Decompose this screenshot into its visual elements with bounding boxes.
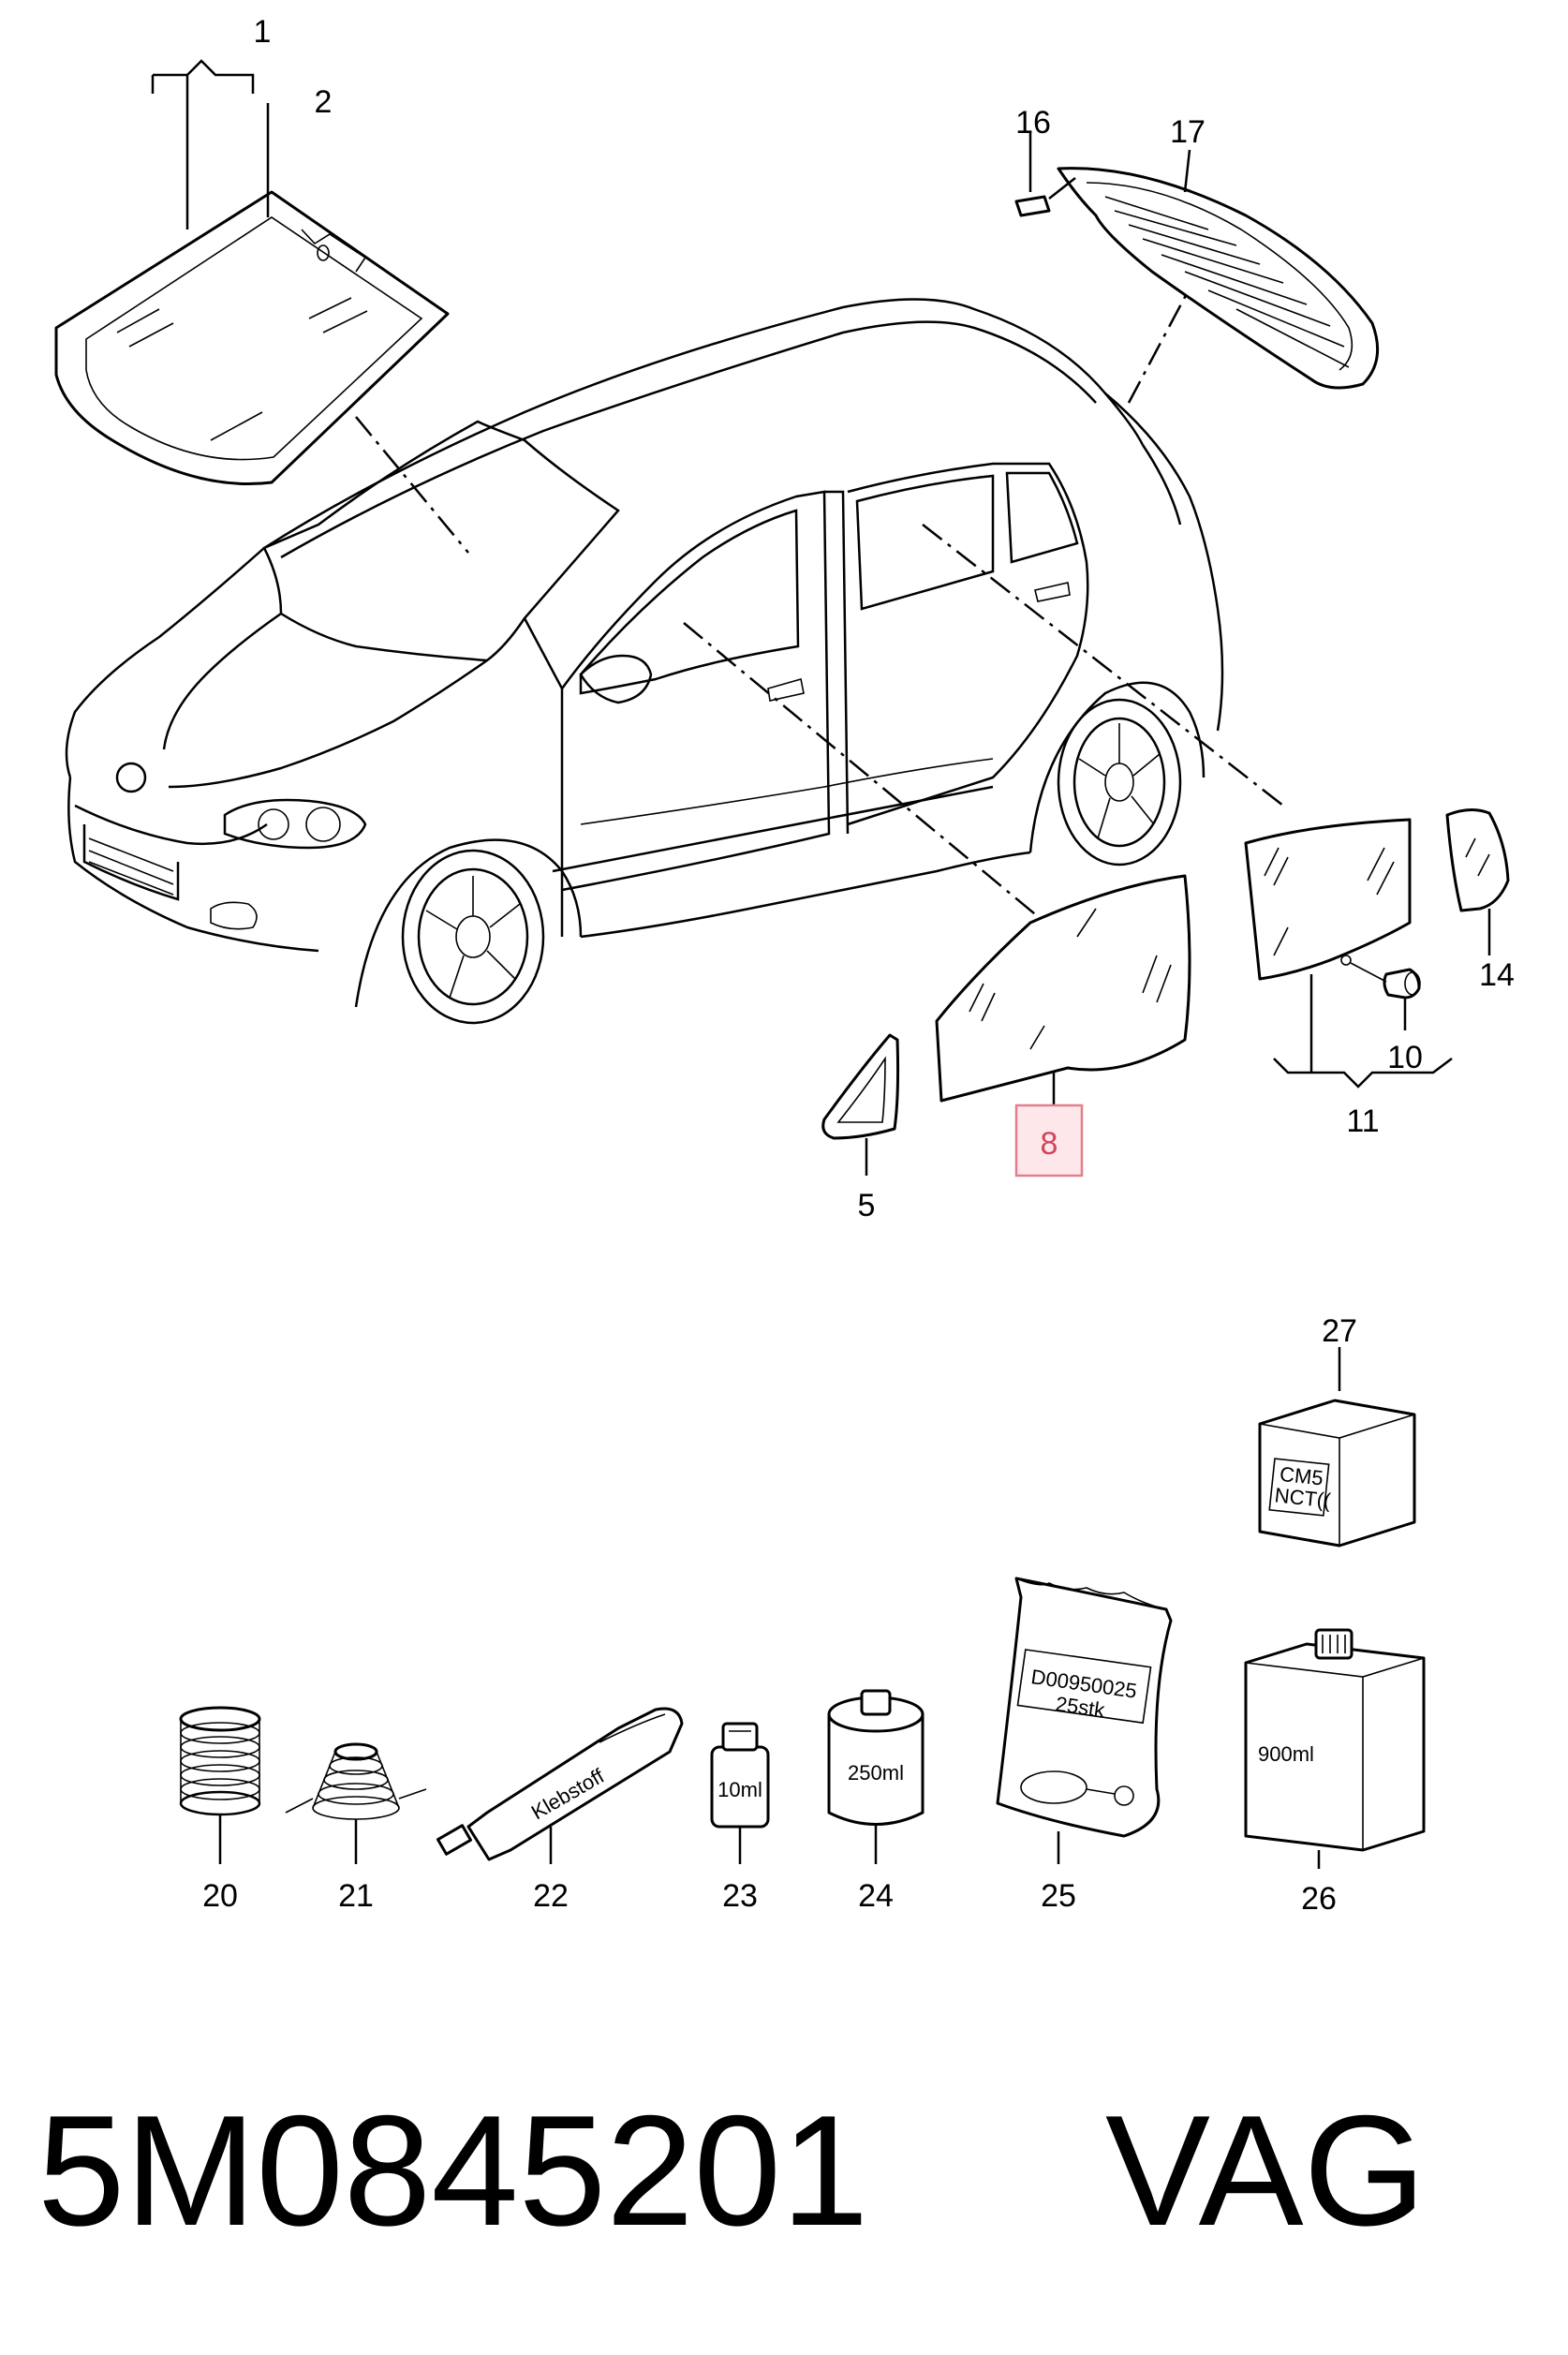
callout-23: 23 — [722, 1878, 758, 1914]
callout-27: 27 — [1322, 1313, 1357, 1349]
windscreen-part[interactable] — [54, 190, 450, 486]
callout-11: 11 — [1346, 1103, 1379, 1139]
parts-bag-part[interactable]: D00950025 25stk — [996, 1577, 1173, 1838]
callout-10: 10 — [1387, 1040, 1423, 1075]
brand: VAG — [1105, 2082, 1426, 2259]
cone-spring-part[interactable] — [285, 1742, 427, 1820]
callout-1: 1 — [254, 14, 272, 50]
front-door-glass-part[interactable] — [935, 874, 1191, 1103]
callout-21: 21 — [338, 1878, 374, 1914]
callout-16: 16 — [1015, 105, 1051, 141]
clip-part[interactable] — [1014, 195, 1051, 217]
rear-window-part[interactable] — [1057, 167, 1380, 390]
callout-2: 2 — [315, 84, 333, 120]
large-bottle-part[interactable]: 900ml — [1244, 1628, 1426, 1852]
can-label: 250ml — [848, 1761, 904, 1785]
can-part[interactable]: 250ml — [827, 1689, 925, 1826]
callout-25: 25 — [1041, 1878, 1076, 1914]
kit-label-line1: CM5 — [1279, 1462, 1324, 1490]
car-illustration — [65, 298, 1224, 1025]
callout-17: 17 — [1170, 114, 1206, 150]
adhesive-tube-part[interactable]: Klebstoff — [436, 1707, 684, 1861]
callout-5: 5 — [858, 1188, 876, 1223]
callout-8-highlight — [1014, 1103, 1084, 1178]
callout-8: 8 — [1041, 1126, 1058, 1162]
callout-22: 22 — [533, 1878, 569, 1914]
part-number: 5M0845201 — [37, 2082, 868, 2259]
small-bottle-part[interactable]: 10ml — [710, 1722, 770, 1829]
large-bottle-label: 900ml — [1258, 1742, 1314, 1766]
small-bottle-label: 10ml — [717, 1778, 762, 1801]
callout-24: 24 — [858, 1878, 894, 1914]
quarter-glass-part[interactable] — [821, 1033, 900, 1140]
kit-box-part[interactable]: CM5 NCT(( — [1258, 1399, 1416, 1548]
guide-clip-part[interactable] — [1383, 968, 1421, 1000]
fixed-quarter-glass-part[interactable] — [1445, 808, 1510, 912]
spring-part[interactable] — [179, 1706, 261, 1816]
callout-14: 14 — [1479, 957, 1515, 993]
callout-20: 20 — [202, 1878, 238, 1914]
rear-door-glass-part[interactable] — [1244, 818, 1412, 981]
callout-26: 26 — [1301, 1881, 1337, 1917]
